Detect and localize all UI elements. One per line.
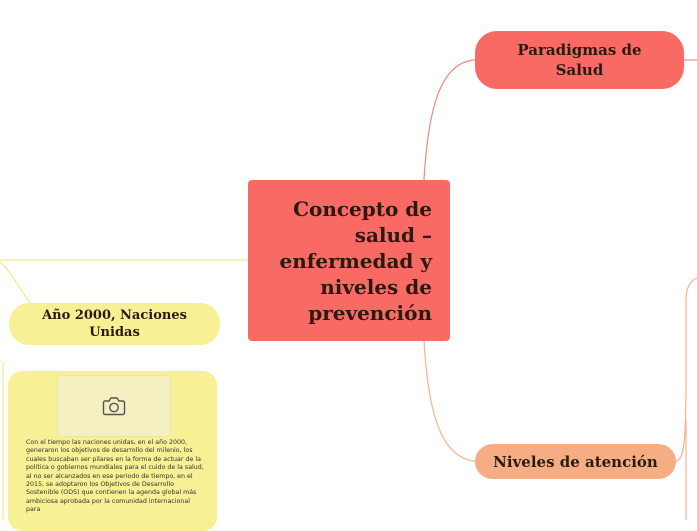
topic-niveles-de-atencion[interactable]: Niveles de atención [475,444,676,479]
topic-anio-2000[interactable]: Año 2000, Naciones Unidas [9,303,220,345]
connector-central-niveles [423,340,476,462]
note-text: Con el tiempo las naciones unidas, en el… [26,439,204,514]
note-card[interactable]: Con el tiempo las naciones unidas, en el… [8,371,217,531]
connector-central-paradigmas [423,59,476,181]
topic-anio-label: Año 2000, Naciones Unidas [42,308,187,340]
topic-niveles-label: Niveles de atención [493,452,658,471]
topic-paradigmas-label: Paradigmas de Salud [517,41,642,79]
connector-lines [0,59,697,520]
connector-left-anio [0,261,31,304]
image-placeholder[interactable] [57,375,171,437]
central-topic[interactable]: Concepto de salud – enfermedad y niveles… [248,180,450,341]
connector-niveles-right [675,277,697,462]
camera-icon [102,397,126,416]
central-topic-label: Concepto de salud – enfermedad y niveles… [279,196,432,325]
topic-paradigmas-de-salud[interactable]: Paradigmas de Salud [475,31,684,89]
